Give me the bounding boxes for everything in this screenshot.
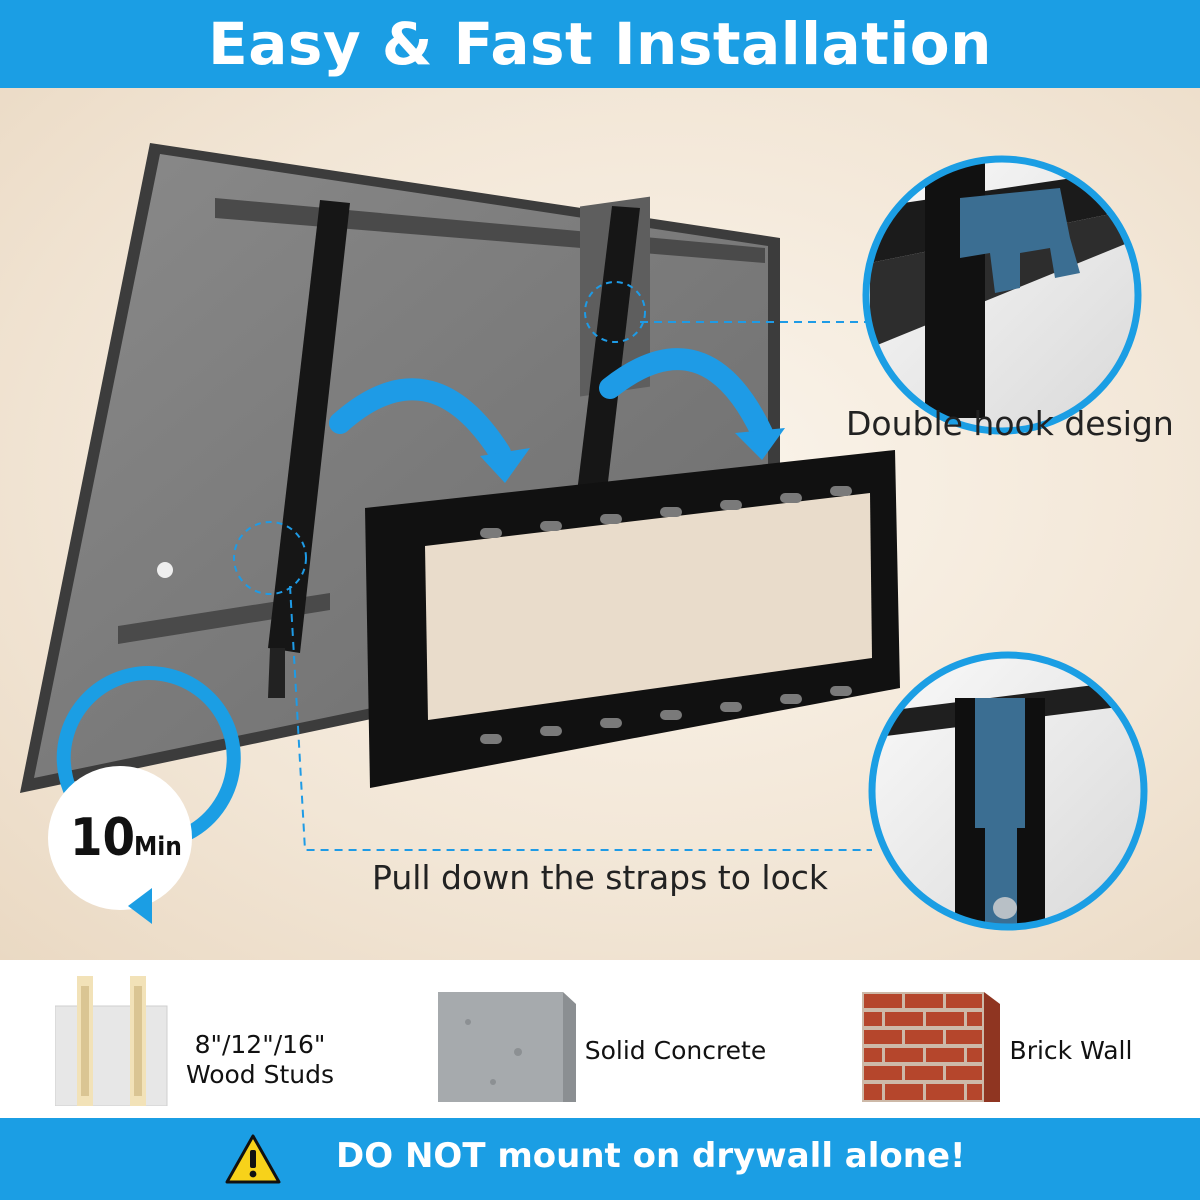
- warning-banner: DO NOT mount on drywall alone!: [0, 1118, 1200, 1200]
- installation-scene: Double hook design Pull down the straps …: [0, 88, 1200, 960]
- strap-highlight-circle: [233, 521, 307, 595]
- brick-wall-icon: [862, 992, 1000, 1102]
- wood-studs-label: 8"/12"/16" Wood Studs: [185, 1030, 335, 1089]
- hook-highlight-circle: [584, 281, 646, 343]
- double-hook-label: Double hook design: [846, 404, 1174, 443]
- tv-bracket-left: [268, 200, 350, 698]
- timer-number: 10: [70, 808, 136, 868]
- installation-illustration: [20, 143, 1148, 931]
- concrete-label: Solid Concrete: [584, 1036, 767, 1065]
- double-hook-detail-lens: [862, 155, 1142, 435]
- timer-badge: [48, 666, 241, 924]
- timer-unit: Min: [134, 832, 182, 862]
- header-banner: Easy & Fast Installation: [0, 0, 1200, 88]
- install-arrows: [329, 348, 773, 464]
- wall-plate: [365, 450, 900, 788]
- concrete-block-icon: [438, 992, 576, 1102]
- strap-detail-lens: [868, 651, 1148, 931]
- supported-surfaces: 8"/12"/16" Wood Studs Solid Concrete Bri…: [0, 960, 1200, 1118]
- brick-label: Brick Wall: [1009, 1036, 1133, 1065]
- warning-triangle-icon: [225, 1134, 281, 1184]
- page-title: Easy & Fast Installation: [208, 10, 992, 78]
- strap-leader-line: [289, 585, 872, 851]
- warning-text: DO NOT mount on drywall alone!: [336, 1136, 966, 1176]
- arrow-heads: [480, 428, 785, 483]
- pull-straps-label: Pull down the straps to lock: [372, 858, 829, 897]
- wood-studs-icon: [55, 976, 168, 1106]
